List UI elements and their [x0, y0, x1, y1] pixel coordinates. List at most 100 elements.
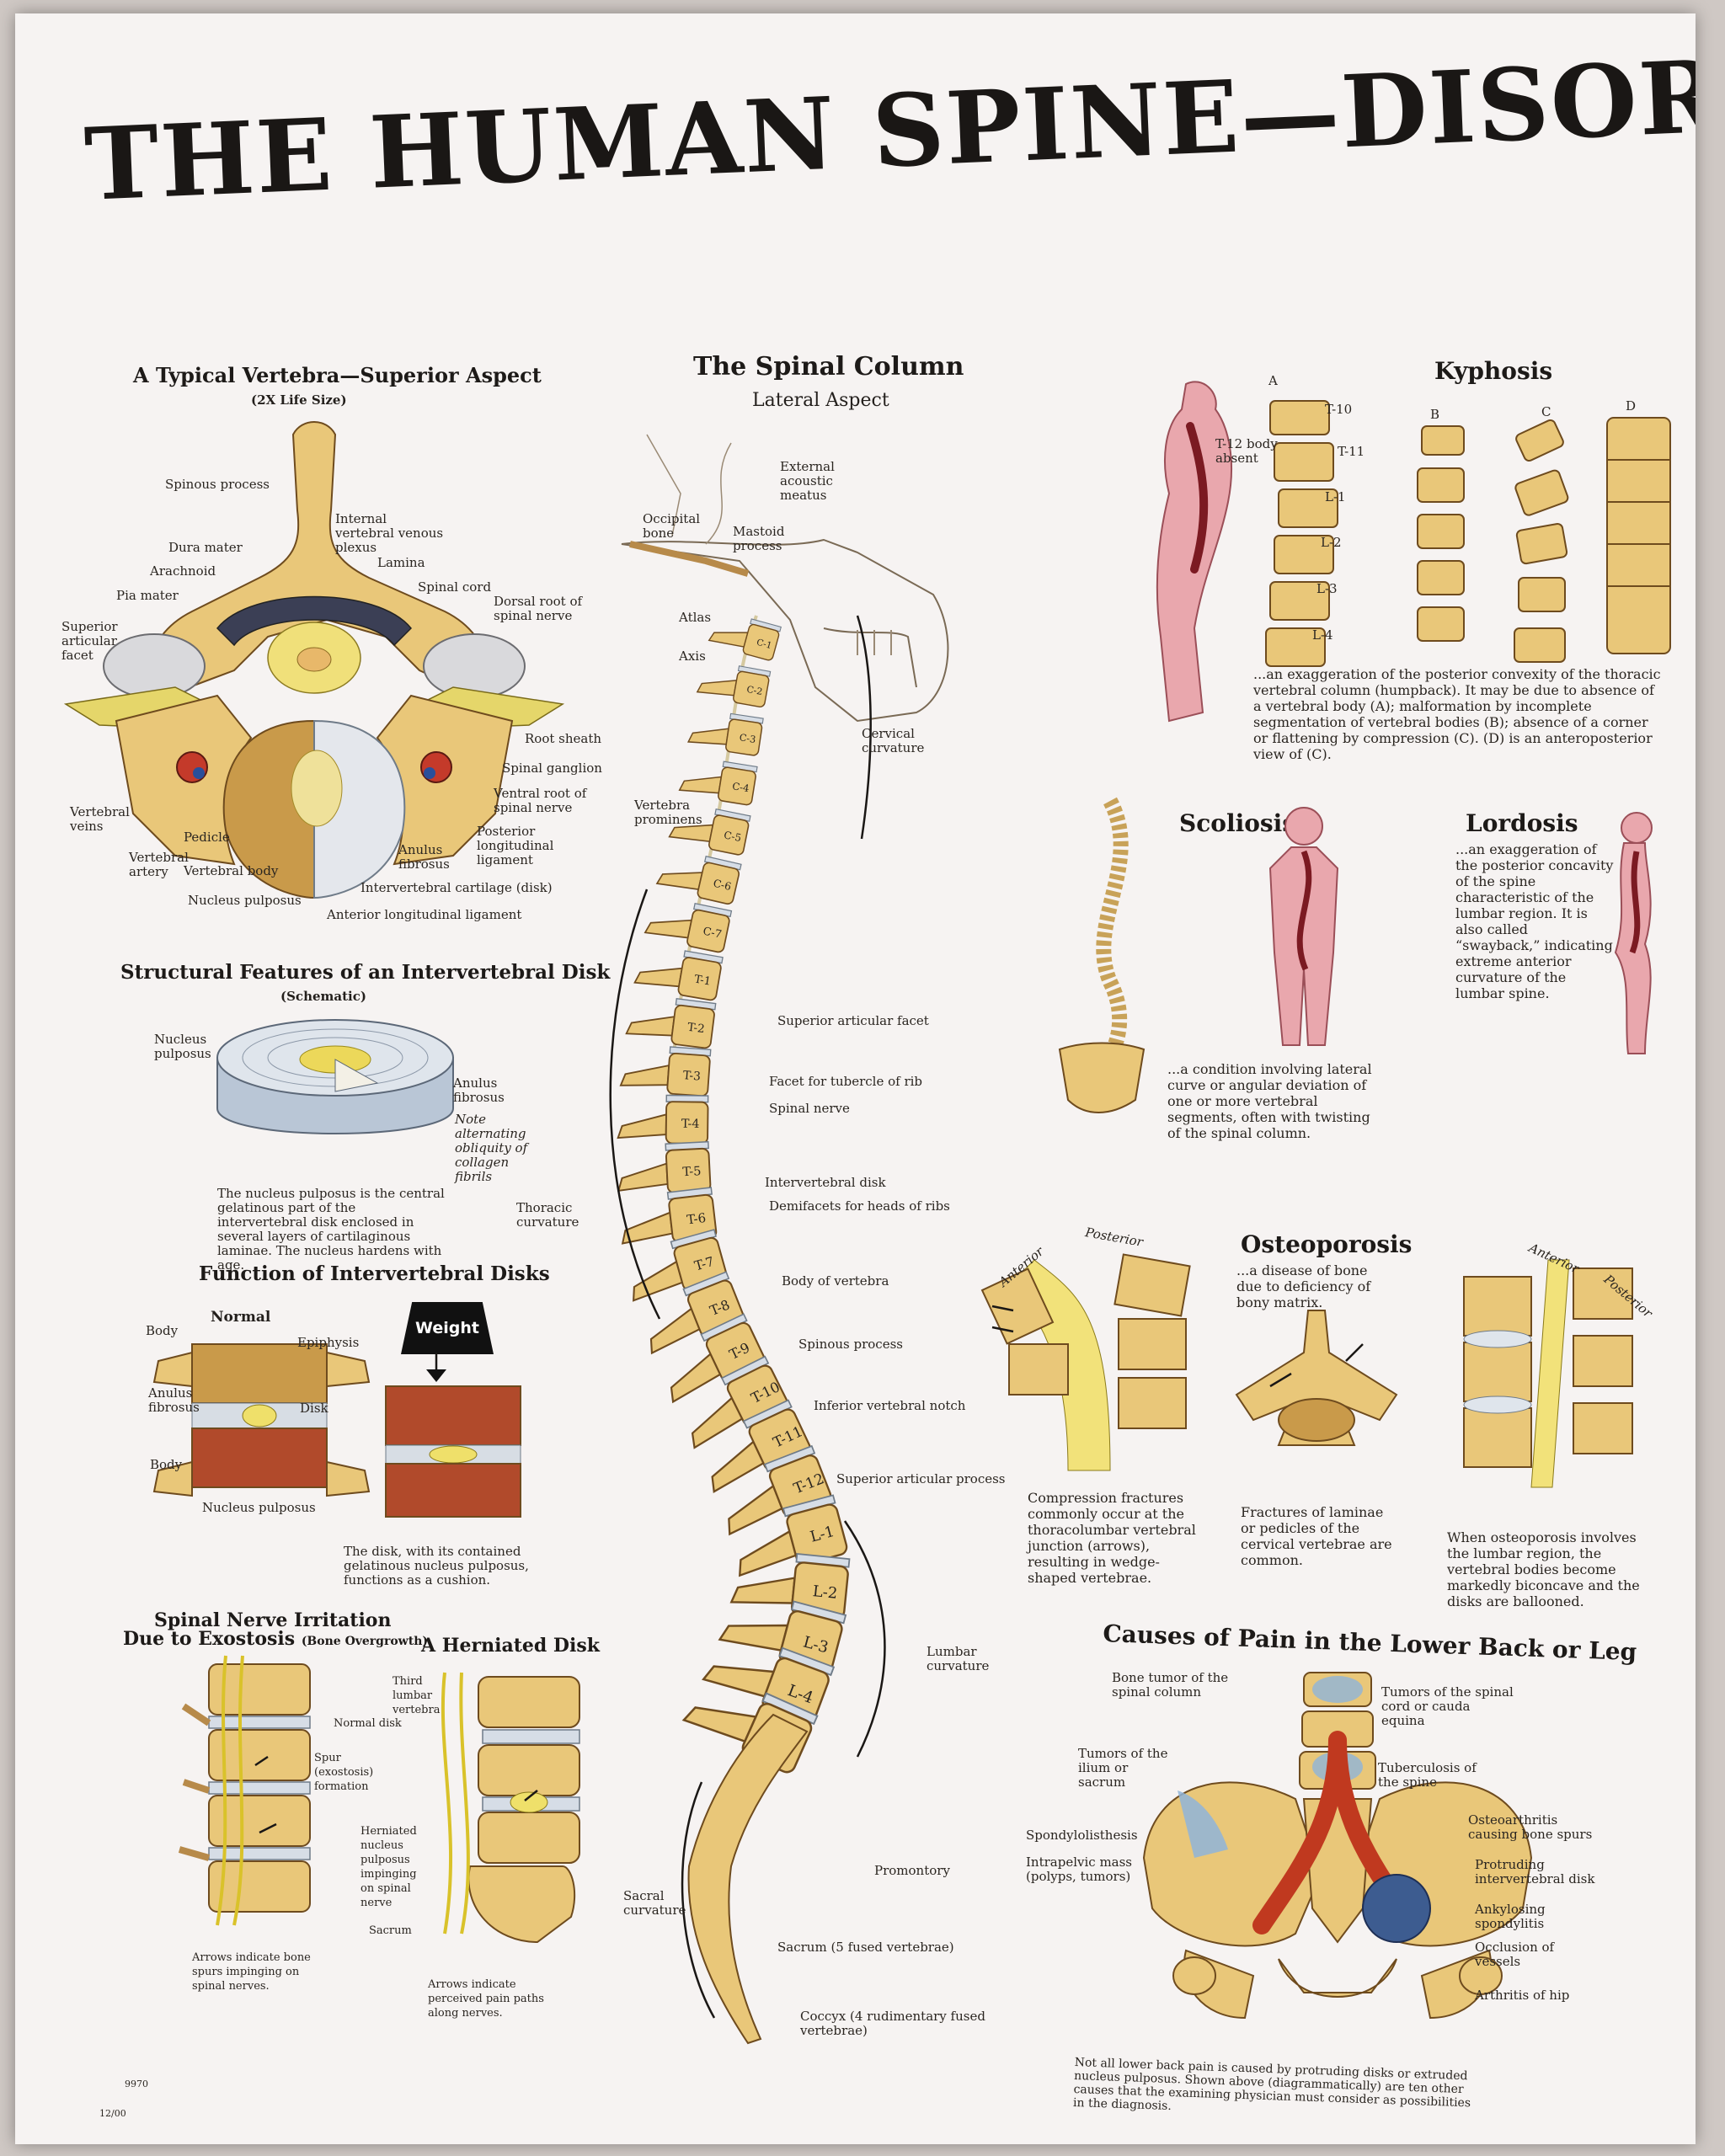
- disk-note: Note alternating obliquity of collagen f…: [455, 1112, 528, 1184]
- exostosis-spur-label: Spur (exostosis) formation: [314, 1752, 374, 1793]
- function-body-top: Body: [146, 1323, 179, 1338]
- spine-vertebral-body: [670, 1004, 715, 1049]
- spine-spinous-process: [619, 1064, 670, 1086]
- column-ivd: Intervertebral disk: [765, 1175, 886, 1190]
- scoliosis-spine-illustration: [1058, 797, 1146, 1113]
- kyphosis-level-l1: L-1: [1325, 489, 1346, 504]
- herniated-sacrum: Sacrum: [369, 1924, 412, 1937]
- spine-spinous-process: [644, 919, 693, 939]
- kyphosis-level-l3: L-3: [1316, 581, 1338, 596]
- label-vertebral-artery: Vertebral artery: [129, 850, 189, 879]
- kyphosis-t12-absent: T-12 body absent: [1215, 436, 1278, 466]
- label-vertebral-body: Vertebral body: [184, 863, 279, 878]
- spine-vertebra: T-3: [619, 1046, 712, 1097]
- spine-vertebra: L-1: [738, 1494, 848, 1577]
- scoliosis-heading: Scoliosis: [1179, 809, 1296, 837]
- exostosis-heading-2-small: (Bone Overgrowth): [301, 1635, 429, 1648]
- osteoporosis-compression-illustration: [980, 1253, 1191, 1471]
- label-anterior-ligament: Anterior longitudinal ligament: [327, 907, 522, 922]
- exostosis-illustration: [178, 1655, 311, 1926]
- spine-vertebral-body: [697, 862, 740, 905]
- label-venous-plexus: Internal vertebral venous plexus: [335, 511, 444, 555]
- disk-caption: The nucleus pulposus is the central gela…: [217, 1186, 445, 1273]
- spine-vertebra-label: T-2: [686, 1021, 705, 1036]
- column-promontory: Promontory: [874, 1863, 950, 1878]
- spine-vertebra: T-1: [633, 950, 724, 1001]
- spine-vertebra: C-4: [678, 760, 758, 806]
- spine-vertebra-label: C-1: [756, 638, 773, 651]
- label-ventral-root: Ventral root of spinal nerve: [494, 786, 587, 815]
- pain-osteoarthritis: Osteoarthritis causing bone spurs: [1468, 1812, 1593, 1842]
- spine-vertebra: T-2: [625, 998, 717, 1049]
- spine-vertebra-label: C-6: [712, 878, 732, 893]
- spine-spinous-process: [708, 632, 749, 648]
- spine-spinous-process: [738, 1529, 798, 1577]
- column-sacral-curvature: Sacral curvature: [623, 1888, 686, 1918]
- pain-footnote: Not all lower back pain is caused by pro…: [1072, 2056, 1471, 2114]
- spine-vertebra: C-7: [644, 902, 733, 953]
- label-lamina: Lamina: [377, 555, 425, 570]
- spine-vertebra: C-2: [696, 665, 772, 708]
- column-sacrum: Sacrum (5 fused vertebrae): [777, 1940, 954, 1955]
- spine-vertebral-body: [686, 909, 730, 953]
- spine-vertebral-body: [666, 1052, 711, 1097]
- kyphosis-a-vertebrae: [1265, 400, 1338, 667]
- herniated-label: Herniated nucleus pulposus impinging on …: [360, 1825, 417, 1909]
- spine-spinous-process: [718, 1624, 789, 1652]
- pelvis-illustration: [1142, 1672, 1533, 2020]
- disk-features-heading: Structural Features of an Intervertebral…: [120, 961, 611, 984]
- spine-vertebra-label: C-5: [723, 829, 742, 844]
- spine-spinous-process: [696, 680, 738, 696]
- herniated-caption: Arrows indicate perceived pain paths alo…: [428, 1978, 544, 2020]
- spine-vertebra: C-5: [668, 808, 751, 856]
- pain-intrapelvic: Intrapelvic mass (polyps, tumors): [1026, 1854, 1133, 1884]
- lordosis-heading: Lordosis: [1466, 809, 1578, 837]
- disk-features-subheading: (Schematic): [280, 989, 366, 1004]
- spine-vertebra-label: C-3: [739, 732, 756, 745]
- column-meatus: External acoustic meatus: [780, 459, 835, 503]
- label-dura-mater: Dura mater: [168, 540, 243, 555]
- spine-vertebra: T-12: [728, 1444, 832, 1536]
- kyphosis-level-t11: T-11: [1338, 444, 1365, 459]
- column-body: Body of vertebra: [782, 1273, 889, 1289]
- spine-spinous-process: [729, 1577, 796, 1604]
- pain-spondylolisthesis: Spondylolisthesis: [1026, 1828, 1138, 1843]
- pain-ankylosing: Ankylosing spondylitis: [1475, 1902, 1546, 1931]
- kyphosis-illustration: [1156, 381, 1671, 723]
- pain-protruding: Protruding intervertebral disk: [1475, 1857, 1595, 1886]
- spine-spinous-process: [617, 1162, 669, 1192]
- weight-label: Weight: [401, 1302, 494, 1354]
- column-cervical-curvature: Cervical curvature: [862, 726, 925, 755]
- spine-vertebra-label: L-2: [812, 1582, 838, 1603]
- column-subheading: Lateral Aspect: [752, 390, 889, 411]
- function-epiphysis: Epiphysis: [297, 1335, 360, 1350]
- exostosis-caption: Arrows indicate bone spurs impinging on …: [192, 1951, 311, 1993]
- exostosis-heading-2: Due to Exostosis (Bone Overgrowth): [123, 1628, 428, 1650]
- kyphosis-caption: ...an exaggeration of the posterior conv…: [1253, 666, 1661, 762]
- spine-spinous-process: [728, 1484, 783, 1536]
- column-prominens: Vertebra prominens: [634, 798, 702, 827]
- disk-label-nucleus: Nucleus pulposus: [154, 1032, 211, 1061]
- column-thoracic-curvature: Thoracic curvature: [516, 1200, 579, 1230]
- spine-vertebra: T-4: [617, 1094, 709, 1145]
- spine-spinous-process: [655, 872, 703, 891]
- function-nucleus: Nucleus pulposus: [202, 1500, 316, 1515]
- spine-spinous-process: [625, 1016, 676, 1037]
- label-spinal-cord: Spinal cord: [418, 579, 492, 595]
- label-pedicle: Pedicle: [184, 830, 230, 845]
- vertebra-superior-illustration: [63, 421, 565, 899]
- column-occipital: Occipital bone: [643, 511, 701, 541]
- spine-vertebra-label: T-7: [693, 1254, 716, 1274]
- osteoporosis-heading: Osteoporosis: [1241, 1230, 1413, 1258]
- spine-vertebral-body: [742, 623, 780, 661]
- kyphosis-level-l4: L-4: [1312, 627, 1333, 643]
- spine-vertebral-body: [718, 766, 756, 806]
- spine-vertebral-body: [677, 957, 722, 1001]
- label-spinal-ganglion: Spinal ganglion: [502, 760, 602, 776]
- kyphosis-a: A: [1268, 373, 1278, 388]
- kyphosis-heading: Kyphosis: [1434, 357, 1553, 385]
- disk-label-anulus: Anulus fibrosus: [453, 1075, 505, 1105]
- spinal-column-illustration: C-1C-2C-3C-4C-5C-6C-7T-1T-2T-3T-4T-5T-6T…: [609, 434, 949, 2045]
- spine-spinous-process: [621, 1211, 674, 1245]
- spine-spinous-process: [686, 728, 729, 745]
